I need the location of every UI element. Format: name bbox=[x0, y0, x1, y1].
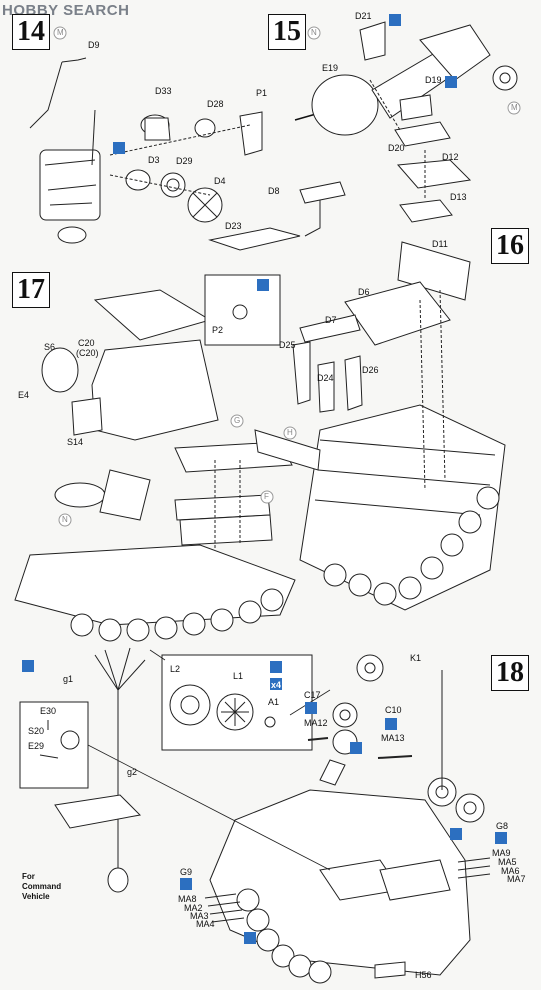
label-d25: D25 bbox=[279, 340, 296, 350]
label-s20: S20 bbox=[28, 726, 45, 736]
label-ma13: MA13 bbox=[381, 733, 405, 743]
label-d23: D23 bbox=[225, 221, 242, 231]
step14-art bbox=[29, 57, 346, 251]
callout-n-2: N bbox=[62, 515, 68, 524]
label-ma4: MA4 bbox=[196, 919, 215, 929]
label-d9: D9 bbox=[88, 40, 100, 50]
label-e29: E29 bbox=[28, 741, 45, 751]
step18-roadwheels bbox=[236, 888, 332, 984]
label-p2: P2 bbox=[212, 325, 224, 335]
label-d20: D20 bbox=[388, 143, 405, 153]
label-h56: H56 bbox=[415, 970, 432, 980]
label-s6: S6 bbox=[44, 342, 56, 352]
label-g8: G8 bbox=[496, 821, 509, 831]
label-ma2: MA2 bbox=[184, 903, 203, 913]
label-d11: D11 bbox=[432, 239, 448, 249]
label-d4: D4 bbox=[214, 176, 226, 186]
label-x4: x4 bbox=[271, 680, 282, 690]
step18-art bbox=[19, 647, 491, 984]
step-number-16: 16 bbox=[491, 228, 529, 264]
label-c20: C20 bbox=[78, 338, 95, 348]
label-ma12: MA12 bbox=[304, 718, 328, 728]
label-l1: L1 bbox=[233, 671, 244, 681]
label-a1: A1 bbox=[268, 697, 280, 707]
label-d6: D6 bbox=[358, 287, 370, 297]
label-k1: K1 bbox=[410, 653, 422, 663]
label-c10: C10 bbox=[385, 705, 402, 715]
step-number-17: 17 bbox=[12, 272, 50, 308]
step17-art bbox=[14, 274, 321, 642]
callout-f: F bbox=[264, 492, 269, 501]
label-d3: D3 bbox=[148, 155, 160, 165]
command-note-line1: For bbox=[22, 872, 35, 881]
label-d7: D7 bbox=[325, 315, 337, 325]
label-d28: D28 bbox=[207, 99, 224, 109]
label-s14: S14 bbox=[67, 437, 84, 447]
step15-art bbox=[311, 21, 518, 223]
callout-circles bbox=[53, 26, 521, 527]
label-d12: D12 bbox=[442, 152, 459, 162]
label-c17: C17 bbox=[304, 690, 321, 700]
label-d8: D8 bbox=[268, 186, 280, 196]
label-ma7: MA7 bbox=[507, 874, 526, 884]
step-number-15: 15 bbox=[268, 14, 306, 50]
label-d21: D21 bbox=[355, 11, 372, 21]
step17-roadwheels bbox=[70, 588, 284, 642]
step16-art bbox=[292, 241, 506, 611]
label-ma8: MA8 bbox=[178, 894, 197, 904]
callout-h: H bbox=[287, 428, 293, 437]
label-d19: D19 bbox=[425, 75, 442, 85]
label-ma9: MA9 bbox=[492, 848, 511, 858]
label-d13: D13 bbox=[450, 192, 467, 202]
command-note-line2: Command bbox=[22, 882, 62, 891]
label-d29: D29 bbox=[176, 156, 193, 166]
label-c20-alt: (C20) bbox=[76, 348, 99, 358]
label-g9: G9 bbox=[180, 867, 193, 877]
callout-g: G bbox=[234, 416, 241, 425]
label-e4: E4 bbox=[18, 390, 30, 400]
callout-n: N bbox=[311, 28, 317, 37]
command-note-line3: Vehicle bbox=[22, 892, 50, 901]
label-d26: D26 bbox=[362, 365, 379, 375]
marker-icons bbox=[22, 14, 507, 944]
label-e19: E19 bbox=[322, 63, 339, 73]
callout-m-2: M bbox=[511, 103, 518, 112]
step-number-14: 14 bbox=[12, 14, 50, 50]
label-d33: D33 bbox=[155, 86, 172, 96]
label-ma3: MA3 bbox=[190, 911, 209, 921]
callout-m: M bbox=[57, 28, 64, 37]
label-g1: g1 bbox=[63, 674, 74, 684]
command-vehicle-note: For Command Vehicle bbox=[22, 872, 61, 902]
label-e30: E30 bbox=[40, 706, 57, 716]
label-l2: L2 bbox=[170, 664, 181, 674]
step-number-18: 18 bbox=[491, 655, 529, 691]
step16-roadwheels bbox=[323, 486, 500, 606]
label-d24: D24 bbox=[317, 373, 334, 383]
label-ma5: MA5 bbox=[498, 857, 517, 867]
label-p1: P1 bbox=[256, 88, 268, 98]
label-g2: g2 bbox=[127, 767, 138, 777]
label-ma6: MA6 bbox=[501, 866, 520, 876]
